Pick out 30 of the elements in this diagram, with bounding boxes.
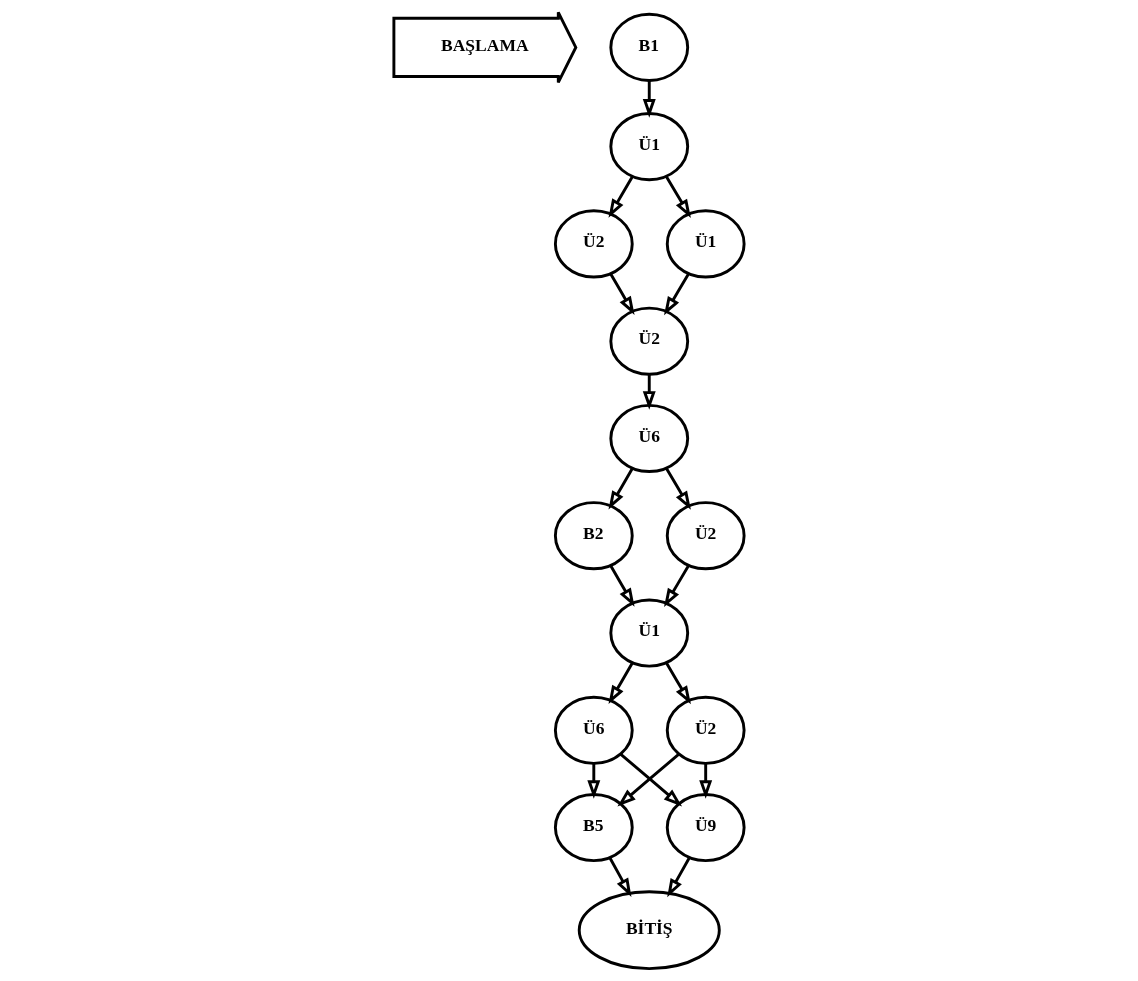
arrow — [665, 467, 691, 510]
node-ellipse: Ü2 — [665, 501, 746, 571]
node-ellipse: Ü2 — [665, 695, 746, 765]
arrow — [608, 662, 634, 705]
arrow — [665, 662, 691, 705]
node-ellipse: Ü1 — [665, 209, 746, 279]
arrow — [664, 273, 690, 316]
arrow — [699, 763, 713, 799]
node-ellipse: B2 — [553, 501, 634, 571]
arrow — [667, 856, 691, 898]
arrow — [642, 374, 656, 410]
node-ellipse: Ü2 — [609, 306, 690, 376]
arrow — [608, 856, 632, 897]
arrow — [608, 467, 634, 510]
node-ellipse: Ü6 — [553, 695, 634, 765]
arrow — [664, 564, 690, 608]
node-ellipse: B5 — [553, 793, 634, 863]
node-ellipse: Ü2 — [553, 209, 634, 279]
arrow — [642, 80, 656, 118]
node-ellipse: Ü1 — [609, 598, 690, 668]
node-ellipse: B1 — [609, 12, 690, 82]
node-ellipse: Ü6 — [609, 403, 690, 473]
arrow — [609, 564, 635, 607]
node-ellipse: BİTİŞ — [577, 890, 721, 971]
node-ellipse: Ü9 — [665, 793, 746, 863]
arrow — [665, 175, 691, 218]
arrow — [587, 763, 601, 799]
node-ellipse: Ü1 — [609, 112, 690, 182]
arrow — [608, 175, 634, 218]
arrow — [609, 273, 635, 315]
